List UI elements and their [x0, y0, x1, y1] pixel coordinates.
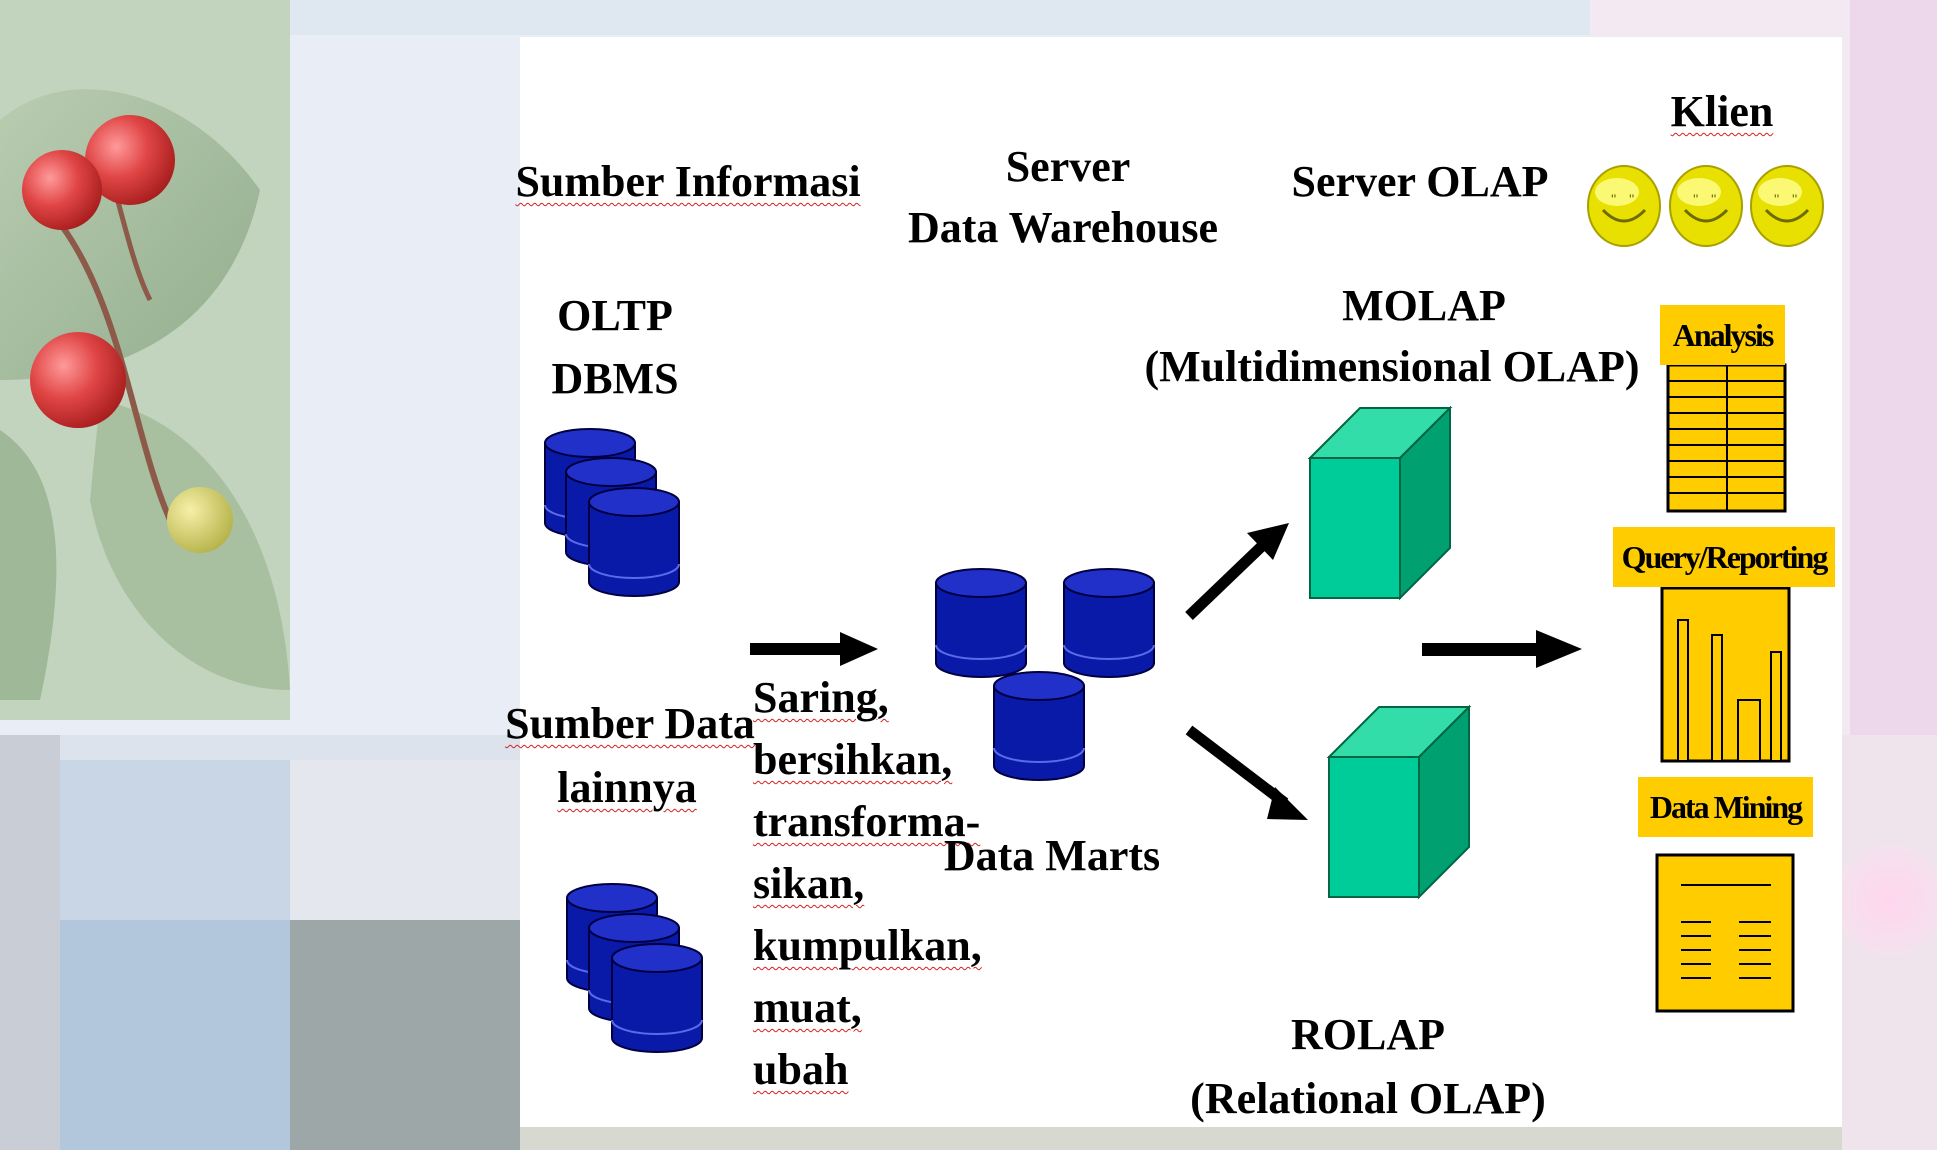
data-mining-label: Data Mining — [1638, 777, 1813, 837]
process-step: ubah — [753, 1045, 849, 1094]
analysis-label: Analysis — [1660, 305, 1785, 365]
arrow-down-right-icon — [1185, 725, 1308, 820]
server-header-line2: Data Warehouse — [907, 203, 1219, 252]
database-icon — [935, 568, 1027, 678]
smiley-face-icon — [1749, 164, 1825, 248]
olap-server-header: Server OLAP — [1291, 157, 1549, 206]
bar-chart-icon — [1660, 586, 1791, 763]
oltp-label-line2: DBMS — [551, 354, 679, 403]
process-step: Saring, — [753, 673, 889, 722]
smiley-face-icon — [1668, 164, 1744, 248]
smiley-face-icon — [1586, 164, 1662, 248]
cube-icon — [1309, 407, 1451, 599]
process-step: bersihkan, — [753, 735, 953, 784]
spreadsheet-icon — [1666, 363, 1787, 513]
arrow-up-right-icon — [1185, 523, 1289, 620]
oltp-label-line1: OLTP — [557, 291, 673, 340]
other-sources-line1: Sumber Data — [505, 699, 755, 748]
data-marts-label: Data Marts — [943, 831, 1161, 880]
server-header-line1: Server — [1005, 142, 1131, 191]
process-step: kumpulkan, — [753, 921, 982, 970]
document-icon — [1655, 853, 1795, 1013]
etl-process-steps: Saring, bersihkan, transforma- sikan, ku… — [753, 667, 982, 1101]
arrow-right-icon — [750, 632, 878, 666]
database-stack-icon — [566, 883, 703, 1053]
arrow-right-icon — [1422, 630, 1582, 668]
other-sources-line2: lainnya — [557, 763, 697, 812]
molap-label-line2: (Multidimensional OLAP) — [1144, 342, 1640, 391]
query-reporting-label: Query/Reporting — [1613, 527, 1835, 587]
process-step: muat, — [753, 983, 862, 1032]
process-step: transforma- — [753, 797, 981, 846]
rolap-label-line2: (Relational OLAP) — [1190, 1074, 1546, 1123]
database-icon — [1063, 568, 1155, 678]
rolap-label-line1: ROLAP — [1291, 1010, 1445, 1059]
sources-header: Sumber Informasi — [515, 157, 861, 206]
database-stack-icon — [544, 428, 680, 597]
molap-label-line1: MOLAP — [1342, 281, 1506, 330]
database-icon — [993, 671, 1085, 781]
client-header: Klien — [1670, 87, 1774, 136]
process-step: sikan, — [753, 859, 865, 908]
cube-icon — [1328, 706, 1470, 898]
